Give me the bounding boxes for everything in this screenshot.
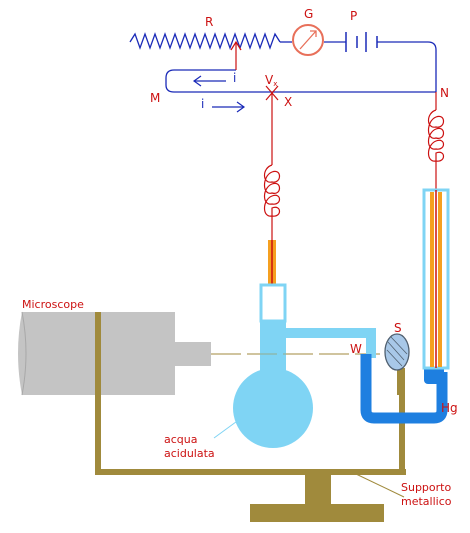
right-tube [422, 188, 450, 370]
label-supporto: Supporto [401, 481, 451, 494]
label-N: N [440, 86, 449, 100]
support-stand-neck [305, 475, 331, 505]
wire-M-N [165, 69, 436, 93]
label-metallico: metallico [401, 495, 452, 508]
flask [233, 368, 313, 448]
galvanometer-G [292, 24, 324, 56]
supporto-leader [355, 473, 405, 498]
microscope-lens-rim [21, 311, 27, 396]
label-P: P [350, 9, 357, 23]
resistor-R [129, 32, 281, 50]
right-electrode-strip-left [430, 192, 434, 367]
label-acidulata: acidulata [164, 447, 215, 460]
acqua-leader [213, 418, 241, 439]
right-electrode-strip-right [438, 192, 442, 367]
tube-down-to-w [366, 328, 376, 358]
support-through-microscope [95, 312, 101, 395]
label-acqua: acqua [164, 433, 197, 446]
support-base [250, 504, 384, 522]
label-i-bottom: i [201, 97, 204, 111]
rheostat-slider [230, 40, 242, 70]
contact-X [265, 85, 279, 165]
label-R: R [205, 15, 213, 29]
label-V: Vx [265, 73, 277, 88]
microscope [18, 311, 211, 396]
microscope-eyepiece [175, 342, 211, 366]
wire-P-N [377, 41, 437, 92]
circuit [129, 32, 437, 93]
support-horizontal-bar [95, 469, 406, 475]
label-i-top: i [233, 71, 236, 85]
label-S: S [394, 321, 402, 335]
label-microscope: Microscope [22, 298, 84, 311]
label-X: X [284, 95, 292, 109]
wire-coil-right [427, 109, 445, 190]
horizontal-tube [286, 328, 376, 338]
label-Hg: Hg [441, 401, 458, 415]
label-M: M [150, 91, 160, 105]
source-S [384, 333, 410, 395]
electrolytic-cell [211, 240, 376, 448]
wire-coil-left [263, 164, 281, 240]
current-arrows [192, 75, 246, 113]
mercury-tube [360, 354, 448, 424]
label-W: W [350, 342, 362, 356]
capillary-top [259, 283, 287, 323]
label-G: G [304, 7, 313, 21]
